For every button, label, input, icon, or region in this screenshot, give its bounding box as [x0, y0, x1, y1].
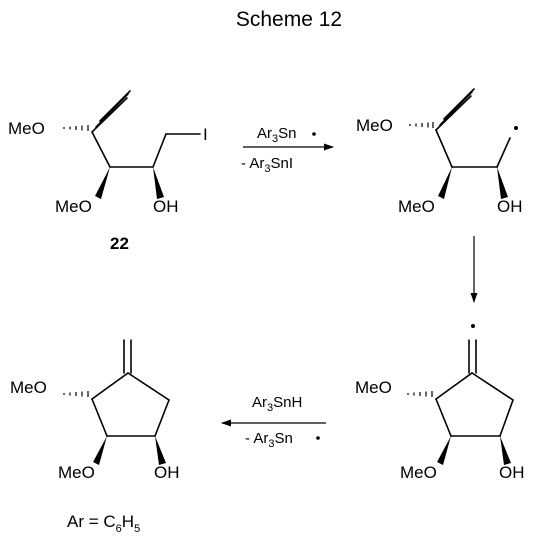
hydroxyl-label: OH	[499, 463, 525, 482]
compound-22-structure: MeO I MeO OH 22	[8, 90, 208, 253]
hashed-wedge-bond	[407, 391, 433, 397]
solid-wedge-bond	[93, 436, 107, 465]
solid-wedge-bond	[95, 167, 110, 199]
solid-wedge-bond	[153, 167, 164, 199]
hashed-wedge-bond	[63, 125, 89, 131]
byproduct-below: - Ar3Sn	[245, 430, 293, 450]
reagent-above: Ar3Sn	[257, 125, 296, 145]
reagent-above: Ar3SnH	[252, 394, 302, 414]
reaction-step-1: Ar3Sn - Ar3SnI	[241, 125, 334, 175]
byproduct-below: - Ar3SnI	[241, 155, 293, 175]
radical-dot	[312, 132, 316, 136]
methylenecyclopentane-product-structure: MeO MeO OH	[10, 339, 180, 482]
methoxy-label: MeO	[8, 119, 45, 138]
hydroxyl-label: OH	[154, 463, 180, 482]
methoxy-label: MeO	[356, 116, 393, 135]
hydroxyl-label: OH	[497, 197, 523, 216]
aryl-definition: Ar = C6H5	[67, 512, 140, 535]
solid-wedge-bond	[500, 436, 511, 465]
radical-intermediate-structure: MeO MeO OH	[356, 88, 523, 216]
solid-wedge-bond	[437, 436, 451, 465]
solid-wedge-bond	[438, 167, 452, 199]
solid-wedge-bond	[497, 167, 508, 199]
hashed-wedge-bond	[63, 391, 89, 397]
reaction-step-3: Ar3SnH - Ar3Sn	[221, 394, 326, 450]
hydroxyl-label: OH	[153, 197, 179, 216]
radical-dot	[316, 436, 320, 440]
methoxy-label: MeO	[58, 463, 95, 482]
iodine-label: I	[203, 125, 208, 144]
compound-number: 22	[110, 234, 129, 253]
radical-dot	[471, 324, 475, 328]
cyclopentyl-radical-structure: MeO MeO OH	[355, 324, 525, 482]
scheme-title: Scheme 12	[236, 8, 342, 31]
radical-dot	[514, 126, 518, 130]
methoxy-label: MeO	[10, 378, 47, 397]
methoxy-label: MeO	[400, 463, 437, 482]
solid-wedge-bond	[155, 436, 166, 465]
methoxy-label: MeO	[355, 378, 392, 397]
methoxy-label: MeO	[55, 197, 92, 216]
hashed-wedge-bond	[409, 122, 434, 128]
methoxy-label: MeO	[398, 197, 435, 216]
